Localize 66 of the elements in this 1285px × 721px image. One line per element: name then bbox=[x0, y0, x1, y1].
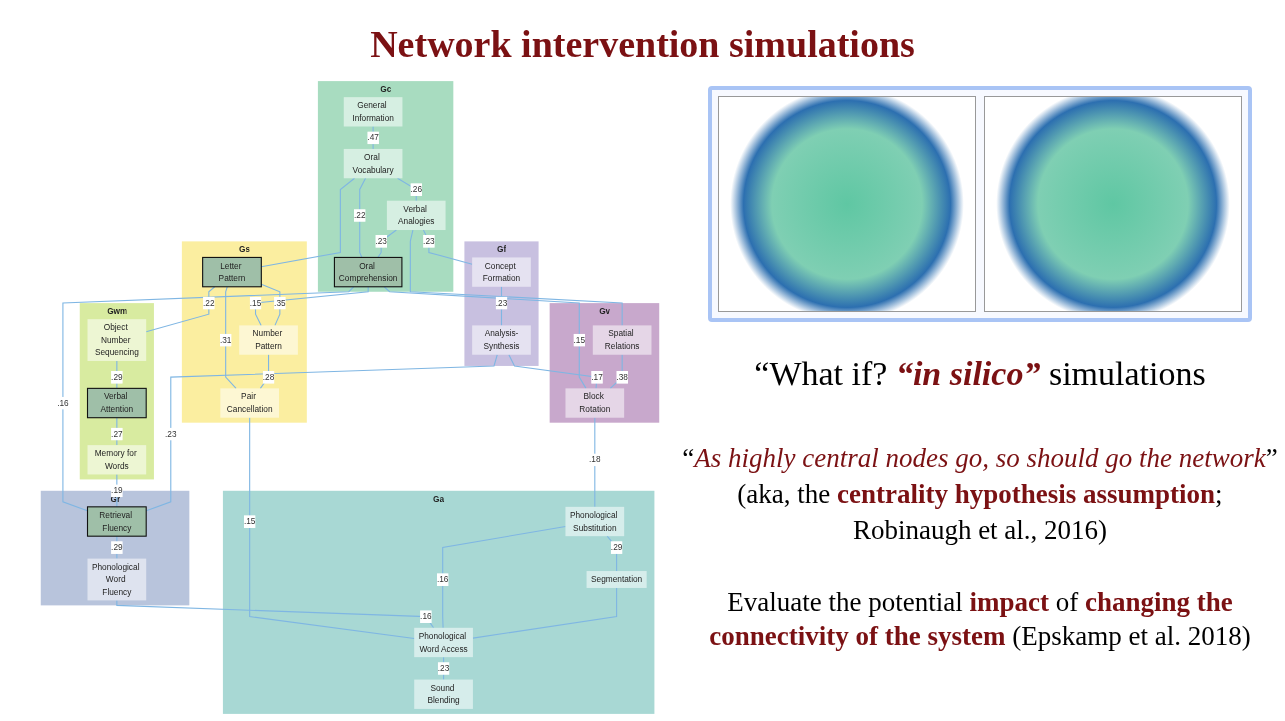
edge-label: .15 bbox=[243, 516, 256, 526]
connector bbox=[254, 286, 369, 326]
connector bbox=[62, 286, 355, 512]
node-box: Verbal Analogies bbox=[386, 200, 446, 231]
node-box: Pair Cancellation bbox=[220, 388, 279, 418]
node-box: Letter Pattern bbox=[202, 256, 262, 288]
node-box: Sound Blending bbox=[414, 679, 473, 709]
edge-label: .23 bbox=[437, 663, 450, 673]
edge-label: .29 bbox=[111, 372, 123, 382]
edge-label: .38 bbox=[616, 372, 628, 382]
connector bbox=[442, 525, 566, 629]
node-box: Verbal Attention bbox=[86, 387, 147, 419]
edge-label: .35 bbox=[274, 297, 286, 308]
connector bbox=[500, 286, 503, 326]
edge-label: .22 bbox=[203, 297, 215, 308]
node-box: Block Rotation bbox=[565, 388, 625, 418]
edge-label: .28 bbox=[262, 372, 275, 382]
node-box: Segmentation bbox=[586, 571, 647, 588]
text-line: “What if? “in silico” simulations bbox=[753, 355, 1207, 393]
edge-label: .17 bbox=[591, 372, 603, 382]
edge-label: .23 bbox=[165, 428, 177, 439]
edge-label: .23 bbox=[423, 236, 435, 246]
slide-title: Network intervention simulations bbox=[369, 22, 916, 66]
edge-label: .19 bbox=[111, 485, 123, 495]
node-box: Oral Vocabulary bbox=[343, 148, 403, 179]
edge-label: .29 bbox=[111, 542, 123, 552]
edge-label: .16 bbox=[420, 611, 432, 621]
connector bbox=[249, 417, 415, 640]
connector bbox=[359, 177, 367, 258]
node-box: Memory for Words bbox=[87, 445, 147, 475]
text-paragraph: Evaluate the potential impact of changing the connectivity of the system (Epskamp et al. 2018) bbox=[708, 586, 1252, 653]
node-box: Concept Formation bbox=[472, 257, 531, 287]
node-box: Retrieval Fluency bbox=[86, 506, 147, 537]
edge-label: .29 bbox=[610, 542, 623, 552]
connector bbox=[409, 229, 623, 326]
network-graph-picture bbox=[984, 96, 1242, 312]
edge-label: .16 bbox=[57, 397, 69, 408]
node-box: Phonological Word Access bbox=[414, 627, 473, 658]
connector bbox=[508, 354, 598, 389]
edge-label: .15 bbox=[573, 334, 586, 345]
connector bbox=[594, 417, 596, 508]
network-graph-picture bbox=[718, 96, 976, 312]
node-box: Number Pattern bbox=[239, 325, 298, 355]
connector bbox=[225, 286, 237, 389]
edge-label: .23 bbox=[375, 236, 387, 246]
edge-label: .18 bbox=[589, 454, 601, 465]
edge-label: .31 bbox=[219, 334, 232, 345]
connector bbox=[383, 286, 587, 389]
quote-paragraph: “As highly central nodes go, so should go the network” (aka, the centrality hypothesis assumption; Robinaugh et al., 2016) bbox=[681, 442, 1279, 547]
edge-label: .26 bbox=[410, 184, 423, 194]
node-box: General Information bbox=[343, 97, 403, 127]
node-box: Spatial Relations bbox=[592, 325, 652, 355]
node-box: Object Number Sequencing bbox=[87, 319, 147, 361]
edge-label: .47 bbox=[367, 132, 379, 143]
node-box: Phonological Substitution bbox=[565, 506, 625, 537]
edge-label: .27 bbox=[111, 428, 123, 439]
node-box: Phonological Word Fluency bbox=[87, 558, 147, 601]
connector bbox=[116, 599, 435, 629]
edge-label: .15 bbox=[249, 297, 262, 308]
node-box: Analysis-Synthesis bbox=[472, 325, 531, 355]
connector bbox=[472, 587, 618, 639]
edge-label: .23 bbox=[495, 297, 508, 308]
connector bbox=[145, 286, 216, 333]
edge-label: .22 bbox=[353, 210, 366, 220]
node-box: Oral Comprehension bbox=[333, 256, 403, 288]
edge-label: .16 bbox=[436, 574, 449, 584]
